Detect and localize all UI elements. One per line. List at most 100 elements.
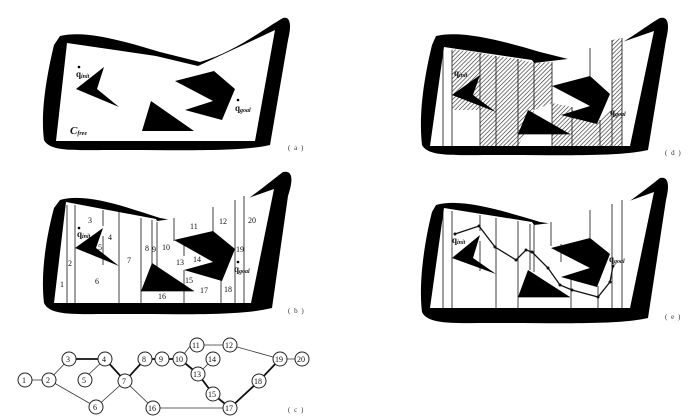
svg-text:7: 7 [122,377,126,386]
graph-node: 13 [190,366,206,382]
svg-text:6: 6 [95,277,99,286]
caption-e: ( e ) [665,313,681,321]
svg-text:18: 18 [224,285,232,294]
svg-text:3: 3 [66,355,70,364]
svg-text:7: 7 [127,256,131,265]
svg-text:14: 14 [208,355,216,364]
caption-c: ( c ) [288,406,304,414]
svg-text:2: 2 [68,259,72,268]
svg-text:12: 12 [219,217,227,226]
caption-d: ( d ) [665,149,682,157]
svg-text:11: 11 [192,341,200,350]
graph-node: 10 [172,351,188,367]
q-goal-label: qgoal [609,254,625,265]
planned-path [454,225,614,298]
obstacle-arrowhead [76,67,119,107]
obstacle-pentagon [174,231,235,281]
q-init-label: qinit [454,68,468,79]
svg-text:16: 16 [148,404,156,413]
panel-d: qinit qgoal ( d ) [420,17,682,157]
graph-node: 5 [77,372,93,388]
svg-text:11: 11 [190,222,198,231]
panel-b: qinit qgoal 1 2 3 4 5 6 7 8 9 10 11 12 1… [42,171,305,315]
graph-node: 1 [17,372,33,388]
svg-text:14: 14 [193,255,201,264]
graph-node: 8 [137,351,153,367]
q-init-label: qinit [77,229,91,240]
obstacle-arrowhead [75,228,119,266]
svg-text:8: 8 [142,355,146,364]
graph-node: 14 [205,351,221,367]
graph-node: 12 [222,337,238,353]
svg-text:16: 16 [158,292,166,301]
q-goal-label: qgoal [610,107,626,118]
obstacle-triangle [141,263,194,291]
graph-node: 6 [88,399,104,415]
panel-a: qinit qgoal Cfree ( a ) [42,17,304,152]
svg-text:15: 15 [208,390,216,399]
svg-text:8: 8 [145,244,149,253]
cell-numbers: 1 2 3 4 5 6 7 8 9 10 11 12 13 14 15 16 1… [60,216,256,301]
graph-node: 16 [145,400,161,416]
svg-text:13: 13 [193,370,201,379]
svg-text:3: 3 [88,216,92,225]
svg-text:12: 12 [225,341,233,350]
svg-text:1: 1 [60,280,64,289]
path-waypoints [453,224,615,299]
svg-text:20: 20 [248,216,256,225]
svg-text:17: 17 [200,286,208,295]
svg-text:10: 10 [162,243,170,252]
svg-text:2: 2 [46,376,50,385]
cell-dividers [442,200,623,308]
svg-text:19: 19 [236,245,244,254]
graph-node: 17 [222,400,238,416]
obstacle-pentagon [552,76,610,124]
q-init-point [77,226,81,230]
svg-text:6: 6 [93,403,97,412]
svg-text:15: 15 [185,276,193,285]
graph-node: 11 [189,337,205,353]
q-goal-point [236,98,240,102]
graph-node: 2 [41,372,57,388]
svg-text:5: 5 [98,243,102,252]
q-goal-point [236,260,240,264]
graph-node: 19 [272,351,288,367]
svg-text:19: 19 [275,355,283,364]
svg-text:10: 10 [175,355,183,364]
graph-node: 7 [117,373,133,389]
panel-c-connectivity-graph: 1 2 3 4 5 6 7 8 9 10 11 12 13 14 15 16 1… [17,337,310,416]
svg-text:5: 5 [82,376,86,385]
svg-text:13: 13 [176,258,184,267]
svg-text:20: 20 [297,355,305,364]
graph-node: 3 [61,351,77,367]
q-init-label: qinit [452,235,466,246]
obstacle-pentagon [551,238,610,287]
q-init-point [77,65,81,69]
graph-node: 18 [251,373,267,389]
panel-e: qinit qgoal ( e ) [420,177,681,324]
obstacle-arrowhead [452,235,496,274]
svg-text:4: 4 [108,233,112,242]
obstacle-triangle [142,101,194,131]
graph-node: 9 [154,351,170,367]
svg-text:9: 9 [159,355,163,364]
svg-text:1: 1 [22,376,26,385]
obstacle-pentagon [175,71,235,120]
q-goal-label: qgoal [235,103,251,114]
q-init-label: qinit [76,69,90,80]
q-goal-label: qgoal [234,264,250,275]
svg-text:9: 9 [152,245,156,254]
graph-node: 20 [294,351,310,367]
svg-text:17: 17 [225,404,233,413]
obstacle-arrowhead [452,75,496,112]
caption-b: ( b ) [288,307,305,315]
graph-path-edges [69,358,281,409]
graph-node: 15 [205,386,221,402]
caption-a: ( a ) [288,144,304,152]
svg-text:18: 18 [254,377,262,386]
c-free-label: Cfree [70,125,87,137]
svg-text:4: 4 [102,355,106,364]
obstacle-triangle [518,110,570,134]
graph-node: 4 [97,351,113,367]
